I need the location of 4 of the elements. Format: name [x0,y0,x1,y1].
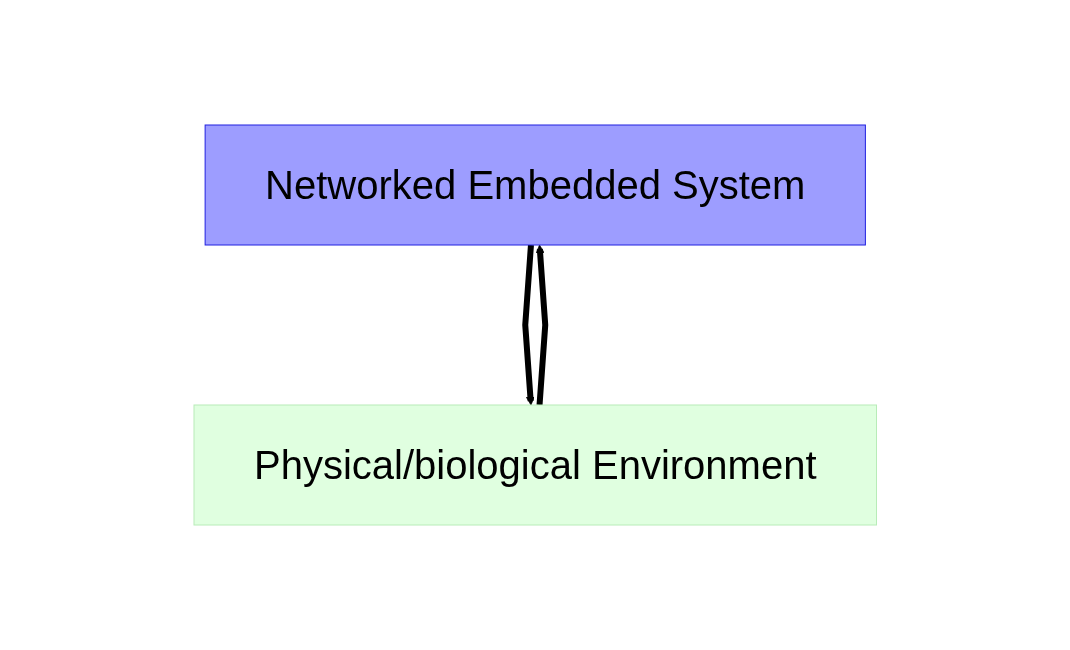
node-box: Physical/biological Environment [193,404,877,526]
arrow [535,244,548,406]
arrow [522,244,535,406]
node-box: Networked Embedded System [204,124,866,246]
